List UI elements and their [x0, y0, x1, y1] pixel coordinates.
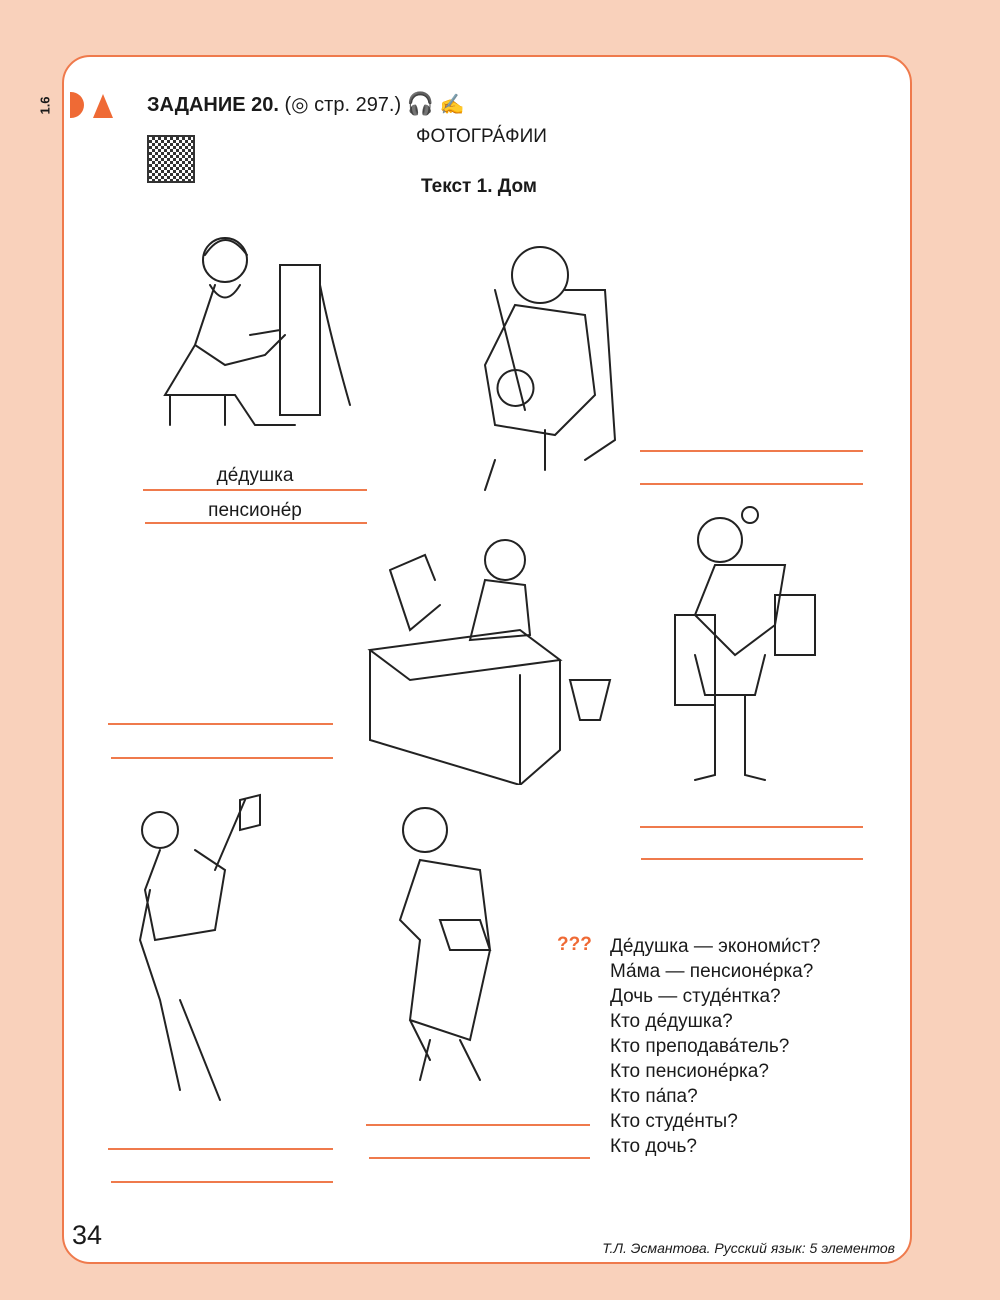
- answer-line: [369, 1157, 590, 1159]
- illustration-grandpa: [163, 237, 351, 426]
- task-number: ЗАДАНИЕ 20.: [147, 94, 279, 116]
- answer-line: [145, 522, 367, 524]
- question: Дочь — студе́нтка?: [610, 986, 781, 1007]
- question: Кто па́па?: [610, 1086, 698, 1107]
- illustration-grandma: [483, 246, 617, 491]
- answer-grandpa-1[interactable]: де́душка: [216, 465, 294, 486]
- illustration-desk-person: [367, 539, 612, 785]
- answer-line: [111, 1181, 333, 1183]
- answer-line: [641, 858, 863, 860]
- text-subtitle: Текст 1. Дом: [421, 176, 537, 197]
- question: Кто пенсионе́рка?: [610, 1061, 769, 1082]
- answer-line: [108, 723, 333, 725]
- logo-triangle-icon: [93, 94, 113, 118]
- logo-d-icon: [70, 92, 84, 118]
- writing-hand-icon: ✍: [439, 94, 465, 116]
- question: Кто дочь?: [610, 1136, 698, 1157]
- section-label: 1.6: [37, 96, 53, 115]
- page-reference: (◎ стр. 297.): [284, 94, 402, 116]
- headphones-icon[interactable]: 🎧: [406, 91, 435, 116]
- answer-line: [143, 489, 367, 491]
- page-number: 34: [72, 1220, 103, 1250]
- illustration-young-woman: [674, 506, 816, 781]
- qr-code[interactable]: [147, 135, 195, 183]
- question: Кто де́душка?: [610, 1011, 733, 1032]
- answer-line: [640, 450, 863, 452]
- answer-line: [108, 1148, 333, 1150]
- question: Кто студе́нты?: [610, 1111, 738, 1132]
- answer-line: [640, 826, 863, 828]
- questions-marker: ???: [557, 934, 592, 955]
- answer-grandpa-2[interactable]: пенсионе́р: [208, 500, 302, 521]
- answer-line: [640, 483, 863, 485]
- question: Де́душка — экономи́ст?: [610, 936, 821, 957]
- task-header: ЗАДАНИЕ 20. (◎ стр. 297.) 🎧 ✍: [147, 91, 465, 117]
- book-credit: Т.Л. Эсмантова. Русский язык: 5 элементо…: [602, 1240, 895, 1256]
- illustration-man-phone: [138, 793, 261, 1101]
- answer-line: [366, 1124, 590, 1126]
- illustration-woman-papers: [398, 807, 492, 1081]
- answer-line: [111, 757, 333, 759]
- question: Кто преподава́тель?: [610, 1036, 790, 1057]
- question: Ма́ма — пенсионе́рка?: [610, 961, 814, 982]
- page-title: ФОТОГРА́ФИИ: [416, 126, 547, 147]
